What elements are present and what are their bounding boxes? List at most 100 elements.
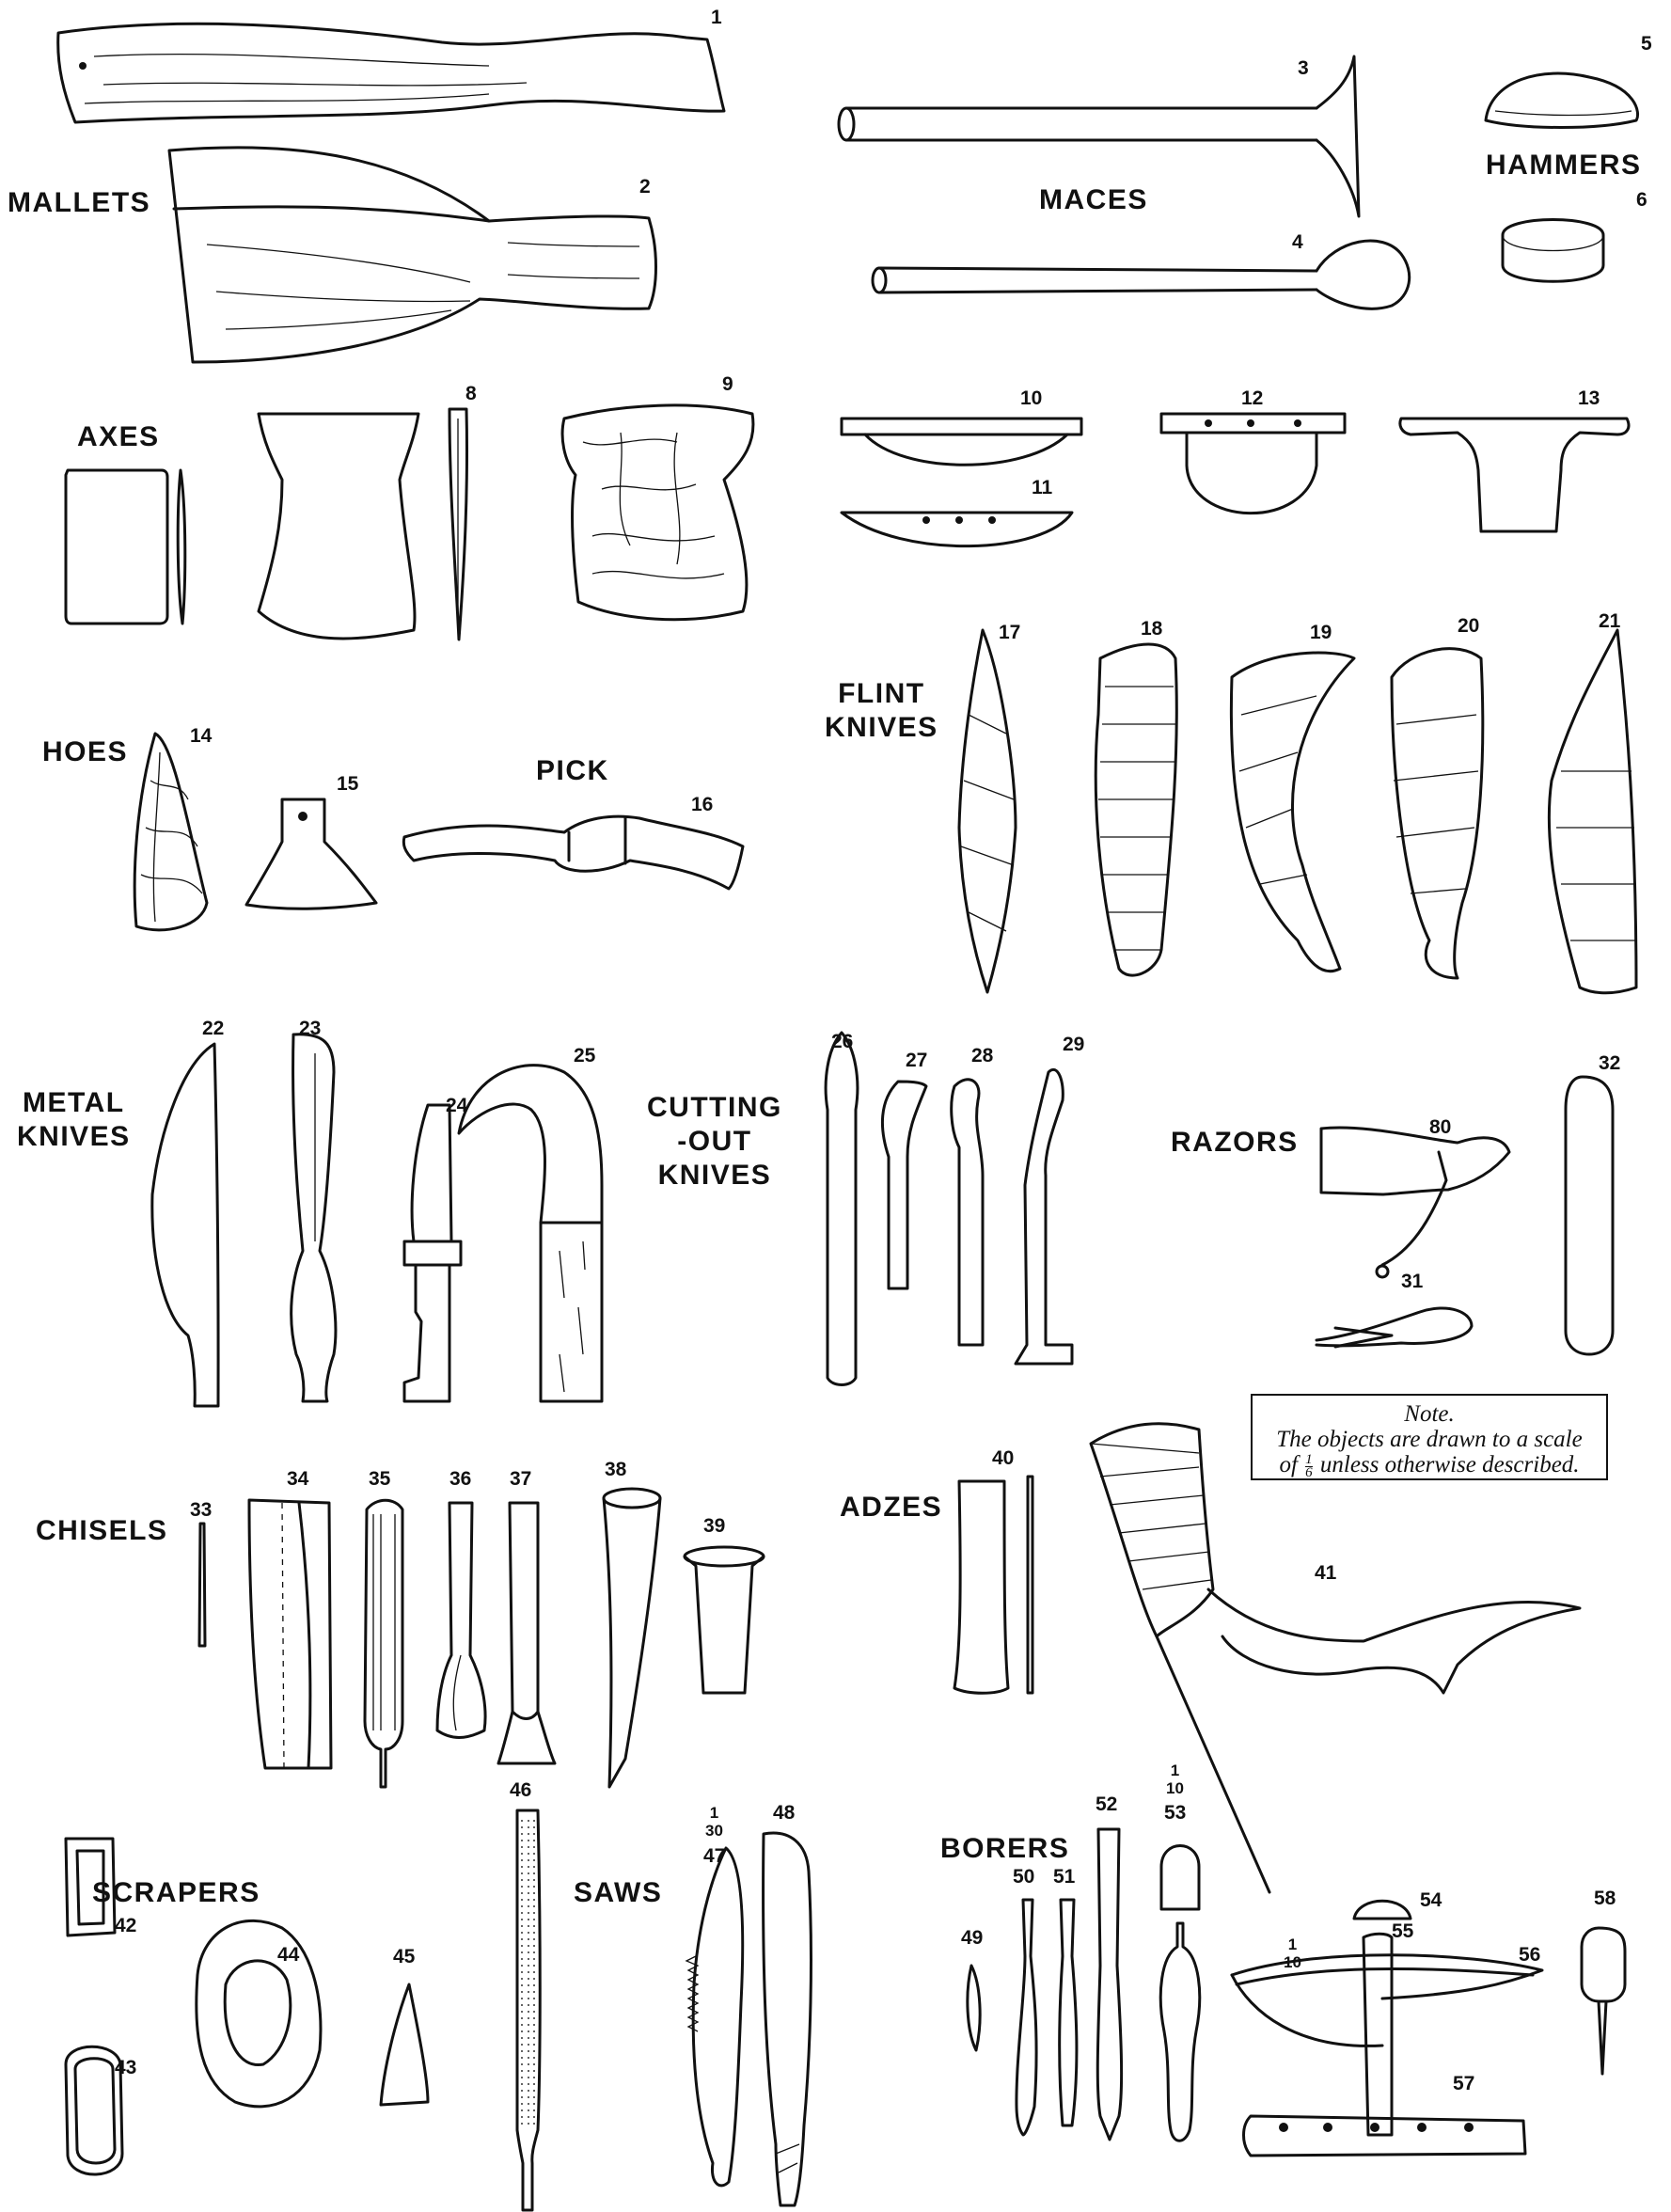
razor-32-drawing [1564,1075,1615,1356]
item-number: 53 [1164,1802,1187,1824]
item-number: 26 [831,1031,854,1052]
item-number: 32 [1599,1052,1621,1074]
item-number: 3 [1298,57,1309,79]
note-line-1: The objects are drawn to a scale [1276,1427,1583,1452]
item-number: 19 [1310,622,1332,643]
chisel-37-drawing [497,1501,557,1765]
item-number: 10 [1020,387,1043,409]
item-number: 37 [510,1468,532,1490]
razor-30-drawing [1319,1126,1511,1279]
item-number: 41 [1315,1562,1337,1584]
item-number: 20 [1458,615,1480,637]
axe-flat-drawing [64,468,187,625]
item-number: 16 [691,794,714,815]
adze-41-drawing [1089,1422,1582,1894]
note-line-2-end: unless otherwise described. [1319,1452,1580,1477]
metal-knife-22-drawing [150,1042,220,1408]
item-number: 40 [992,1447,1015,1469]
item-number: 13 [1578,387,1600,409]
item-number: 9 [722,373,733,395]
label-pick: PICK [536,755,609,786]
cutting-knife-28-drawing [950,1078,985,1347]
axe-side-8-drawing [448,407,469,641]
borer-49-drawing [966,1964,982,2052]
note-fraction-denominator: 6 [1305,1464,1313,1480]
mace-4-drawing [871,239,1411,310]
metal-knife-24-drawing [402,1103,463,1403]
cutting-knife-26-drawing [824,1031,859,1386]
borer-58-drawing [1580,1926,1627,2076]
axe-head-12-drawing [1159,412,1347,515]
item-number: 48 [773,1802,796,1824]
chisel-33-drawing [197,1522,207,1648]
axe-flint-9-drawing [560,403,755,622]
note-fraction-numerator: 1 [1305,1451,1313,1467]
hammer-5-drawing [1484,71,1640,129]
mallet-1-drawing [56,22,726,124]
file-46-drawing [515,1809,542,2212]
bow-drill-54-57-drawing [1230,1899,1544,2157]
item-number: 4 [1292,231,1303,253]
item-number: 47 [703,1845,726,1867]
item-number: 2 [639,176,651,198]
item-number: 33 [190,1499,213,1521]
label-borers: BORERS [940,1833,1070,1864]
item-number: 55 [1392,1920,1414,1942]
item-number: 39 [703,1515,726,1537]
label-metal-knives: METAL KNIVES [17,1087,131,1152]
flint-knife-18-drawing [1094,642,1178,977]
bowdrill-scale-fraction: 1 10 [1284,1936,1301,1971]
item-number: 35 [369,1468,391,1490]
axe-head-13-drawing [1398,417,1631,533]
label-hammers: HAMMERS [1486,150,1642,181]
label-cutting-out-knives: CUTTING -OUT KNIVES [647,1092,782,1191]
item-number: 54 [1420,1889,1442,1911]
item-number: 12 [1241,387,1264,409]
chisel-39-drawing [683,1545,765,1695]
item-number: 38 [605,1459,627,1480]
label-scrapers: SCRAPERS [92,1877,260,1908]
mallet-2-drawing [167,146,657,364]
axe-copper-drawing [257,412,420,640]
chisel-38-drawing [602,1487,662,1789]
item-number: 21 [1599,610,1621,632]
cutting-knife-27-drawing [880,1080,928,1290]
item-number: 6 [1636,189,1647,211]
item-number: 34 [287,1468,309,1490]
item-number: 49 [961,1927,984,1949]
borer-51-drawing [1058,1898,1079,2127]
item-number: 80 [1429,1116,1452,1138]
item-number: 18 [1141,618,1163,640]
item-number: 22 [202,1018,225,1039]
metal-knife-25-drawing [457,1064,604,1403]
adze-40-blade-drawing [953,1479,1010,1695]
mace-3-drawing [837,55,1361,218]
borer-scale-fraction: 1 10 [1166,1762,1184,1797]
item-number: 51 [1053,1866,1076,1888]
label-chisels: CHISELS [36,1515,168,1546]
item-number: 42 [115,1915,137,1936]
saw-48-drawing [762,1831,812,2207]
chisel-35-drawing [363,1498,404,1789]
item-number: 50 [1013,1866,1035,1888]
saw-47-drawing [685,1846,745,2188]
flint-knife-19-drawing [1229,651,1356,973]
chisel-34-drawing [247,1498,333,1770]
scraper-44-drawing [195,1919,323,2109]
label-saws: SAWS [574,1877,663,1908]
label-axes: AXES [77,421,160,452]
item-number: 52 [1096,1793,1118,1815]
hoe-14-drawing [133,732,209,932]
metal-knife-23-drawing [290,1033,338,1403]
item-number: 5 [1641,33,1652,55]
scraper-43-drawing [64,2045,124,2176]
label-adzes: ADZES [840,1492,943,1523]
borer-52-drawing [1096,1827,1124,2141]
scale-note-box: Note. The objects are drawn to a scale o… [1251,1394,1608,1480]
item-number: 44 [277,1944,300,1966]
note-title: Note. [1404,1401,1455,1427]
item-number: 29 [1063,1034,1085,1055]
item-number: 24 [446,1095,468,1116]
